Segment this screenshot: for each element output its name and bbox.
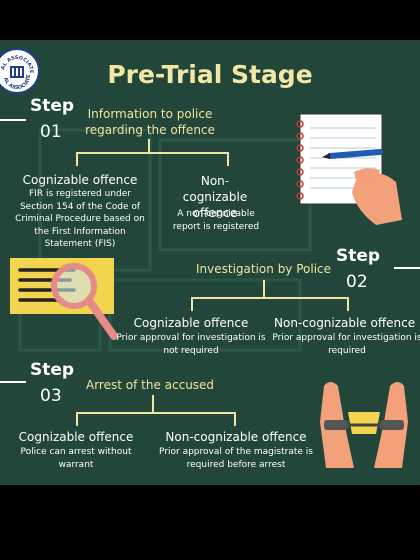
step2-number: 02 [346,272,368,292]
step3-cognizable-text: Police can arrest without warrant [20,447,132,470]
step1-underline [0,119,26,121]
step2-connector [191,297,349,299]
step1-noncognizable-title: Non-cognizable offence [182,174,248,220]
step1-cognizable-title: Cognizable offence [22,173,138,187]
step1-cognizable-text: FIR is registered under Section 154 of t… [15,189,145,249]
step2-noncognizable-title: Non-cognizable offence [274,316,416,330]
step2-cognizable-title: Cognizable offence [133,316,249,330]
firm-logo: AL ASSOCIATES AL ASSOCIATES [0,46,40,94]
step3-connector [152,395,154,413]
magnifier-document-icon [10,258,118,340]
step1-connector [148,139,150,153]
step1-connector [227,152,229,166]
step3-heading: Arrest of the accused [86,378,215,392]
step1-label: Step [30,96,75,116]
step1-heading: Information to police regarding the offe… [85,107,215,137]
step2-connector [191,297,193,311]
notepad-pen-icon [296,113,402,225]
infographic-panel: AL ASSOCIATES AL ASSOCIATES Pre-Trial St… [0,40,420,485]
step2-heading: Investigation by Police [196,262,332,276]
step3-connector [76,412,236,414]
step2-connector [347,297,349,311]
handcuffed-hands-icon [320,382,408,468]
step2-noncognizable-text: Prior approval for investigation is requ… [272,333,420,356]
page-title: Pre-Trial Stage [107,60,313,89]
step3-number: 03 [40,386,62,406]
step1-noncognizable-text: A non-cognizable report is registered [172,209,260,232]
step2-cognizable-text: Prior approval for investigation is not … [116,333,266,356]
step3-noncognizable-text: Prior approval of the magistrate is requ… [159,447,313,470]
step2-connector [263,280,265,298]
step1-number: 01 [40,122,62,142]
step3-noncognizable-title: Non-cognizable offence [165,430,307,444]
step1-connector [76,152,228,154]
step2-label: Step [336,246,381,266]
step3-connector [234,412,236,426]
step3-connector [76,412,78,426]
step3-underline [0,381,26,383]
step1-connector [76,152,78,166]
step3-label: Step [30,360,75,380]
step2-underline [394,267,420,269]
step3-cognizable-title: Cognizable offence [18,430,134,444]
